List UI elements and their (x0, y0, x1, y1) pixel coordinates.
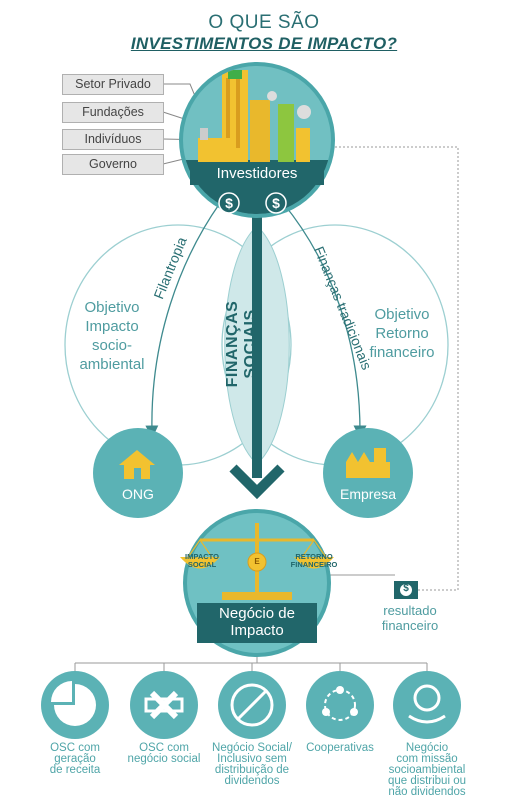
bottom-node-1 (41, 671, 109, 739)
scale-center-e: E (254, 557, 260, 566)
empresa-label: Empresa (339, 486, 397, 502)
empresa-node (323, 428, 413, 518)
source-fundacoes: Fundações (62, 102, 164, 123)
impacto-social-label: IMPACTO SOCIAL (185, 552, 219, 569)
retorno-financeiro-label: RETORNO FINANCEIRO (290, 552, 338, 569)
money-bill-symbol: $ (403, 583, 409, 594)
money-bill-icon (394, 581, 418, 599)
source-individuos: Indivíduos (62, 129, 164, 150)
dollar-icon-right: $ (272, 195, 280, 211)
title-line-2: INVESTIMENTOS DE IMPACTO? (130, 34, 398, 53)
ong-node (93, 428, 183, 518)
financas-tradicionais-arrow (282, 202, 367, 439)
financas-sociais-label: FINANÇAS SOCIAIS (224, 300, 259, 388)
bottom-node-5 (393, 671, 461, 739)
source-governo: Governo (62, 154, 164, 175)
ong-label: ONG (122, 486, 154, 502)
bottom-node-2 (130, 671, 198, 739)
objetivo-retorno-label: Objetivo Retorno financeiro (369, 306, 435, 361)
negocio-impacto-node (180, 509, 334, 657)
investidores-label: Investidores (216, 165, 298, 182)
bottom-node-3 (218, 671, 286, 739)
investidores-node (179, 62, 335, 218)
feedback-loop-line (335, 146, 459, 591)
filantropia-arrow (145, 202, 221, 439)
bottom-label-4: Cooperativas (306, 742, 374, 754)
central-arrow-head (229, 464, 285, 500)
dollar-icon-left: $ (225, 195, 233, 211)
resultado-financeiro-label: resultado financeiro (381, 603, 439, 633)
negocio-impacto-label: Negócio de Impacto (219, 605, 295, 639)
source-setor-privado: Setor Privado (62, 74, 164, 95)
title-line-1: O QUE SÃO (208, 12, 320, 33)
bottom-node-4 (306, 671, 374, 739)
objetivo-impacto-label: Objetivo Impacto socio- ambiental (79, 299, 145, 373)
